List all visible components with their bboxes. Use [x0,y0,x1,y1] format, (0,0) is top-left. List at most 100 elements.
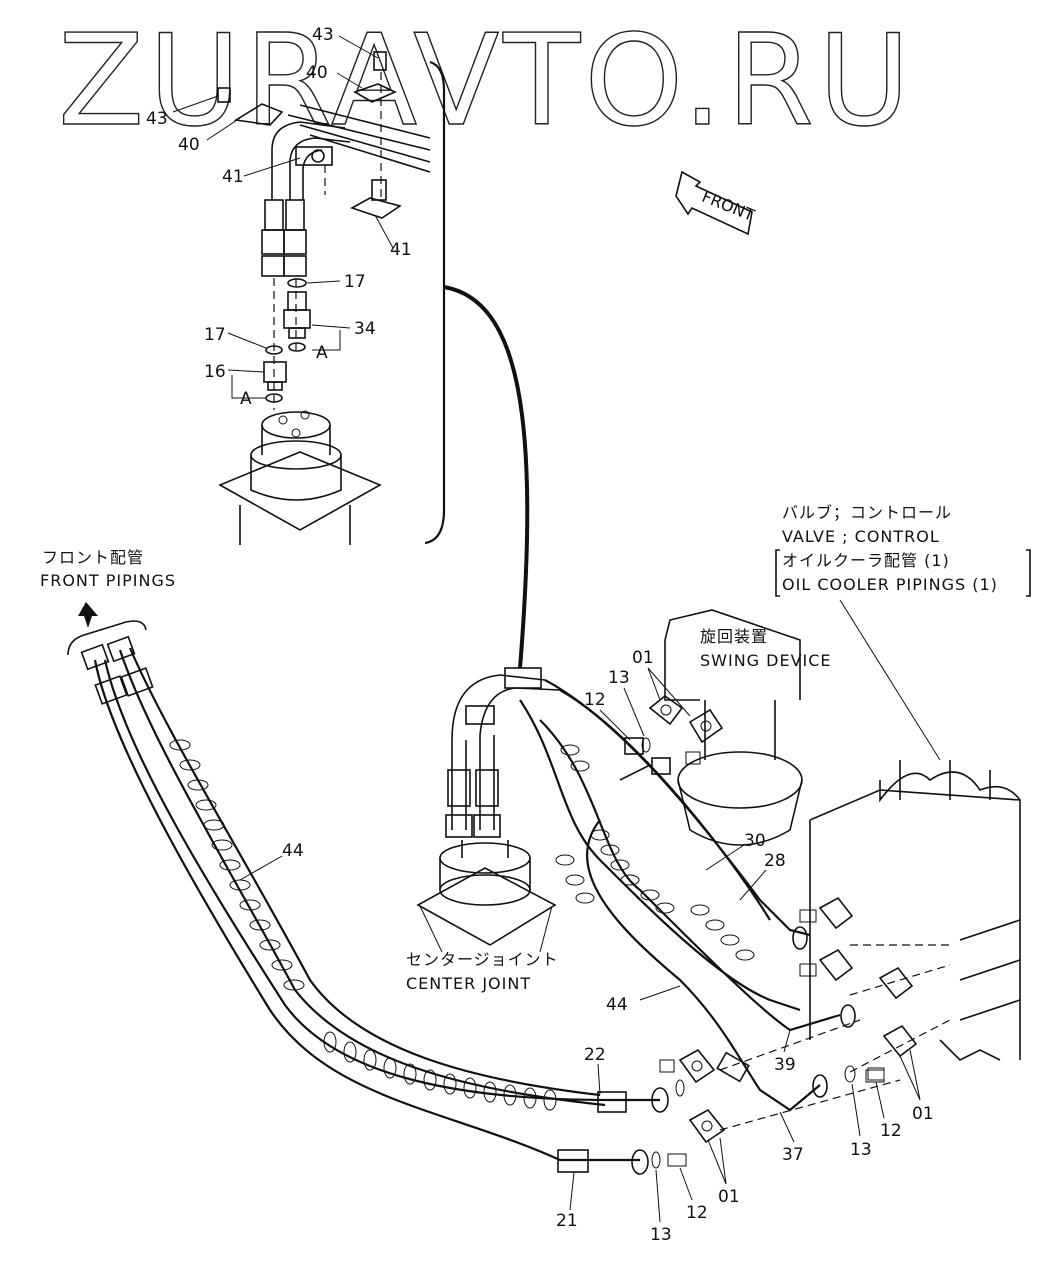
fitting-1c [261,255,285,277]
cj-top-clamp [504,667,542,689]
bolt-43-lower [217,87,231,103]
watermark-text: ZURAVTO.RU [58,7,914,154]
cj-inset-flange [218,451,382,531]
leader-A2 [231,375,266,399]
leader-12-swing [599,709,631,741]
label-44-center: 44 [606,995,628,1015]
leader-01-right [899,1049,921,1101]
valve-flange-3 [878,966,914,1000]
label-37: 37 [782,1145,804,1165]
flange-21-oring [651,1151,661,1169]
swing-flange-1-hole [660,704,672,716]
part-labels: 43 40 43 40 41 41 17 34 17 A 16 A 01 13 … [146,25,934,1245]
lower-centerlines [719,1019,901,1131]
valve-spool-lines [899,760,991,800]
cj-body-sides [439,858,531,890]
cj-inset-legs [239,505,351,545]
label-12-bottom: 12 [686,1203,708,1223]
leader-22 [597,1063,601,1095]
inset-bracket [424,60,446,545]
leader-01-bottom [707,1137,727,1185]
inset-hose-2 [289,137,351,200]
flange-22 [678,1048,716,1084]
label-01-right: 01 [912,1104,934,1124]
swing-flange-2-hole [700,720,712,732]
fitting-1a [264,199,284,231]
label-12-right: 12 [880,1121,902,1141]
swing-cylinder-body [677,779,803,846]
leader-21 [569,1171,575,1211]
valve-control-sub-jp: オイルクーラ配管 (1) [782,551,950,570]
center-hoses [519,679,856,1112]
valve-flange-4 [882,1024,918,1058]
label-40-lower: 40 [178,135,200,155]
leader-37 [779,1111,795,1143]
swing-device-jp: 旋回装置 [700,627,768,646]
front-arrow: FRONT [675,170,757,236]
swing-cylinder-top [677,751,803,809]
cj-neck [461,840,509,858]
adapter-34-tip [288,327,306,339]
label-43-upper: 43 [312,25,334,45]
swing-outline-top [664,609,801,700]
cj-inset-top [261,411,331,439]
center-joint: センタージョイント CENTER JOINT [406,667,561,993]
valve-outline [809,789,1021,1040]
leader-40a [336,72,363,89]
fitting-2a [285,199,305,231]
center-joint-jp: センタージョイント [406,950,559,969]
hose-21-end [631,1149,649,1175]
leader-39 [783,1029,791,1053]
leader-41b [374,214,394,249]
valve-bolt-1 [799,909,817,923]
hose-21-ferrule [557,1149,589,1173]
inset-hose-1 [271,121,346,200]
label-12-swing: 12 [584,690,606,710]
clamp-40-upper [353,83,397,103]
label-44-left: 44 [282,841,304,861]
label-41-upper: 41 [222,167,244,187]
label-01-swing: 01 [632,648,654,668]
front-pipings-group: フロント配管 FRONT PIPINGS [40,548,176,656]
hose-37-end [812,1074,828,1098]
label-13-swing: 13 [608,668,630,688]
front-arrow-label: FRONT [699,187,757,225]
cj-body-top [439,842,531,874]
hose-22-ferrule [597,1091,627,1113]
oring-17-upper [287,278,307,288]
adapter-16 [263,361,287,383]
swing-outline-left [664,640,700,701]
front-pipings-arrow [78,602,98,628]
front-pipings-en: FRONT PIPINGS [40,571,176,590]
valve-control-jp: バルブ；コントロール [782,503,952,522]
label-17-upper: 17 [344,272,366,292]
leader-34 [311,324,351,329]
cj-hose-loop-1 [451,674,546,741]
swing-device-en: SWING DEVICE [700,651,832,670]
hose-nut-1 [94,675,128,705]
cj-clamp [465,705,495,725]
hose-22 [103,659,660,1102]
swing-bolt [685,751,701,765]
leader-A1 [312,330,341,351]
front-pipings-brace [67,620,147,656]
block-41 [350,197,402,219]
spiral-guard-center [555,744,755,961]
label-A-lower: A [240,389,252,409]
flange-22-oring [675,1079,685,1097]
valve-bottom [939,1039,1001,1061]
label-13-bottom: 13 [650,1225,672,1245]
leader-01-swing [647,667,691,717]
flange-37-oring [844,1065,856,1083]
swing-motor [704,700,776,760]
leader-43b [172,95,219,113]
valve-ports [959,919,1021,1021]
label-22: 22 [584,1045,606,1065]
valve-control-en: VALVE ; CONTROL [782,527,940,546]
cj-label-leaders [419,905,553,953]
hose-37-ferrule [716,1051,750,1083]
leader-17b [227,332,267,349]
hose-39-end [840,1004,856,1028]
label-30: 30 [744,831,766,851]
